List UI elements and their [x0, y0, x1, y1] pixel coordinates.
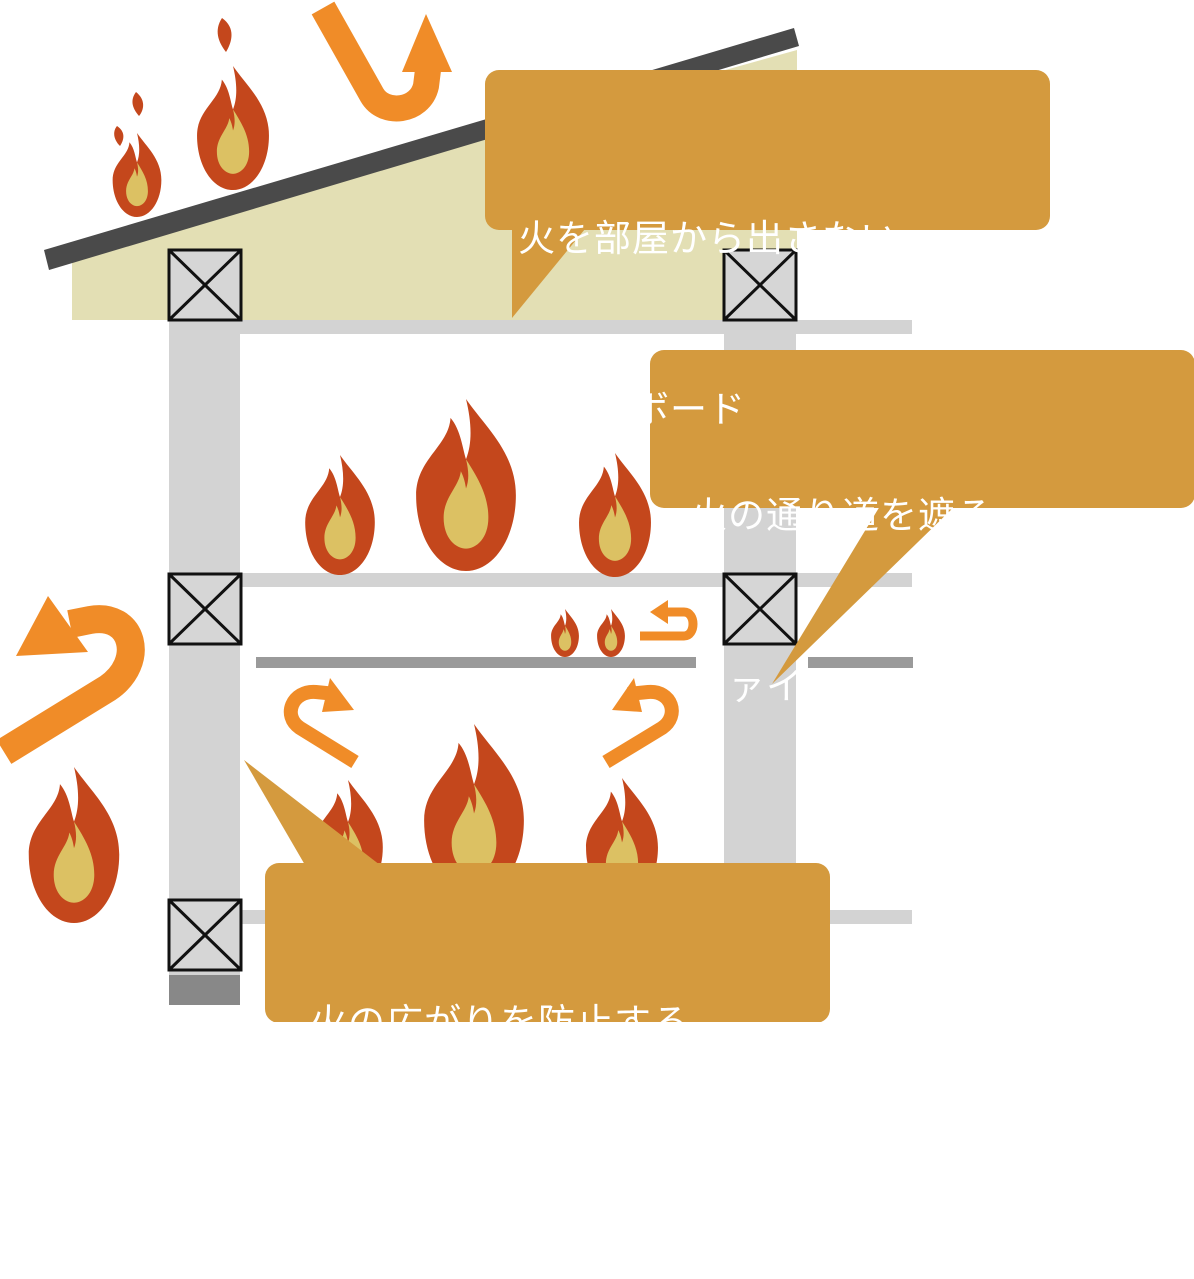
beam-box-mid-left [167, 572, 243, 646]
callout-gypsum-board-pointer [512, 229, 585, 318]
outside-arrow-head [16, 596, 88, 656]
callout-firestop-line2: ファイヤーストップ材 [690, 665, 1068, 708]
callout-firestop-box [650, 350, 1194, 508]
ceiling-board-left [256, 657, 696, 668]
callout-insulation-line2: 断熱材 [310, 1172, 424, 1215]
fire-prevention-diagram [0, 1, 1194, 1022]
beam-box-top-left [167, 248, 243, 322]
callout-gypsum-board-box [485, 70, 1050, 230]
ceiling-arrow-head [650, 600, 668, 624]
callout-firestop-pointer [772, 506, 955, 684]
roof-flame-wisp [217, 18, 232, 52]
callout-gypsum-board-line1: 火を部屋から出さない [518, 217, 898, 260]
callout-insulation-line1: 火の広がりを防止する [310, 1001, 690, 1044]
attic-floor [169, 320, 912, 334]
roof-arrow-head [402, 14, 452, 72]
lower-left-arrow [283, 685, 359, 768]
upper-flame-center [416, 399, 516, 571]
column-base [169, 975, 240, 1005]
callout-insulation-text: 火の広がりを防止する 断熱材 [310, 880, 690, 1279]
outside-escape-arrow [0, 605, 145, 764]
callout-firestop-text: 火の通り道を遮る ファイヤーストップ材 [690, 373, 1067, 772]
lower-right-arrow-head [612, 678, 642, 712]
beam-box-bottom-left [167, 898, 243, 972]
outside-flame [29, 767, 119, 923]
callout-gypsum-board-text: 火を部屋から出さない 石こうボード [518, 96, 898, 495]
callout-insulation-box [265, 863, 830, 1022]
ceiling-board-right [808, 657, 913, 668]
roof-flame-wisp-2 [132, 92, 144, 116]
ceiling-flame-1 [551, 609, 579, 657]
ceiling-arrow [640, 607, 698, 641]
roof-flame-wisp-3 [114, 126, 124, 146]
ceiling-flame-2 [597, 609, 625, 657]
callout-firestop-line1: 火の通り道を遮る [690, 494, 994, 537]
roof-flame-large [197, 66, 269, 190]
lower-left-arrow-head [322, 678, 354, 712]
roof-escape-arrow [311, 1, 441, 122]
upper-flame-left [305, 455, 375, 575]
callout-insulation-pointer [244, 760, 380, 865]
callout-gypsum-board-line2: 石こうボード [518, 388, 746, 431]
lower-right-arrow [602, 685, 679, 768]
